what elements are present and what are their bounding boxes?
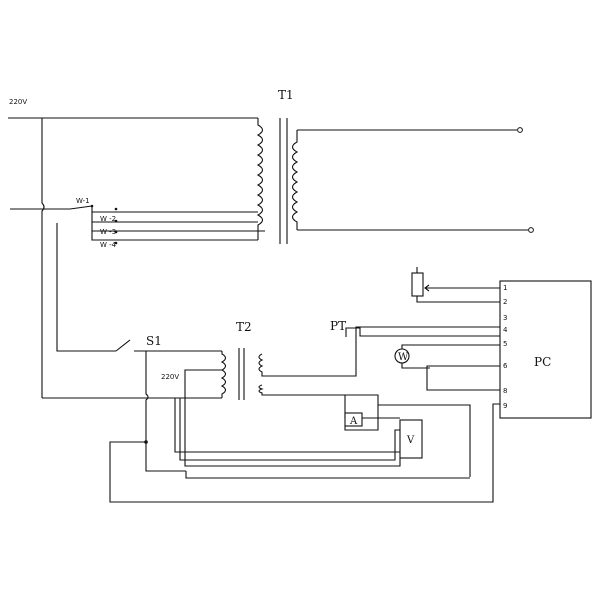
pt-wire-1 — [355, 326, 500, 360]
t1-terminal-bottom — [528, 227, 534, 233]
return-wire-2 — [184, 398, 401, 467]
ammeter-bottom — [344, 418, 379, 431]
pc-pin-6: 6 — [503, 362, 508, 370]
t1-secondary-coil — [291, 130, 299, 230]
voltmeter[interactable] — [399, 419, 423, 459]
supply-label-top: 220V — [9, 98, 27, 106]
t2-primary-tap — [184, 369, 222, 398]
pc-label: PC — [534, 355, 551, 369]
pin6-8-loop — [426, 365, 500, 391]
ammeter-right — [345, 394, 379, 419]
pc-pin-5: 5 — [503, 340, 507, 348]
tap-label-2: W -2 — [100, 215, 116, 223]
wattmeter-label: W — [398, 352, 409, 363]
supply-label-t2: 220V — [161, 373, 179, 381]
supply-vertical — [41, 118, 45, 398]
s1-down — [145, 351, 186, 472]
voltmeter-label: V — [406, 435, 415, 446]
pc-pin-1: 1 — [503, 284, 507, 292]
t2-primary-coil — [220, 351, 227, 398]
s1-label: S1 — [146, 334, 162, 348]
tap-contact-2 — [114, 219, 118, 223]
pt-label: PT — [330, 319, 346, 333]
tap-contact-4 — [114, 241, 118, 245]
pt-wire-2 — [345, 327, 500, 337]
tap-label-1: W-1 — [76, 197, 90, 205]
t2-label: T2 — [236, 320, 252, 334]
return-wire-3 — [185, 471, 470, 479]
t1-label: T1 — [278, 88, 294, 102]
tap-contact-3 — [114, 230, 118, 234]
tap-label-4: W -4 — [100, 241, 117, 249]
ammeter[interactable] — [344, 412, 363, 427]
pot-wiper-arrow — [424, 284, 430, 292]
pc-pin-3: 3 — [503, 314, 507, 322]
tap-label-3: W -3 — [100, 228, 116, 236]
t1-primary-coil — [256, 118, 264, 240]
tap-contact-1 — [114, 207, 118, 211]
pc-pin-8: 8 — [503, 387, 507, 395]
return-wire-1 — [174, 398, 400, 453]
pc-box[interactable] — [499, 280, 592, 419]
s1-feed — [56, 223, 116, 352]
ammeter-label: A — [349, 416, 358, 427]
potentiometer[interactable] — [411, 272, 424, 297]
t2-secondary-lower — [258, 384, 346, 418]
wattmeter-wire — [401, 344, 500, 349]
tap-switch-arm[interactable] — [69, 205, 93, 210]
pot-bottom-lead — [416, 296, 500, 303]
ammeter-right-up — [378, 404, 471, 477]
tap-wire-3 — [91, 222, 265, 232]
pc-pin-4: 4 — [503, 326, 508, 334]
t1-terminal-top — [517, 127, 523, 133]
s1-blade[interactable] — [115, 339, 131, 352]
pc-pin-9: 9 — [503, 402, 507, 410]
outer-loop — [109, 403, 500, 503]
wattmeter-out — [401, 363, 430, 369]
t2-secondary-upper — [258, 353, 357, 377]
return-wire-4 — [179, 398, 400, 461]
pc-pin-2: 2 — [503, 298, 507, 306]
tap-wire-4 — [91, 231, 258, 241]
